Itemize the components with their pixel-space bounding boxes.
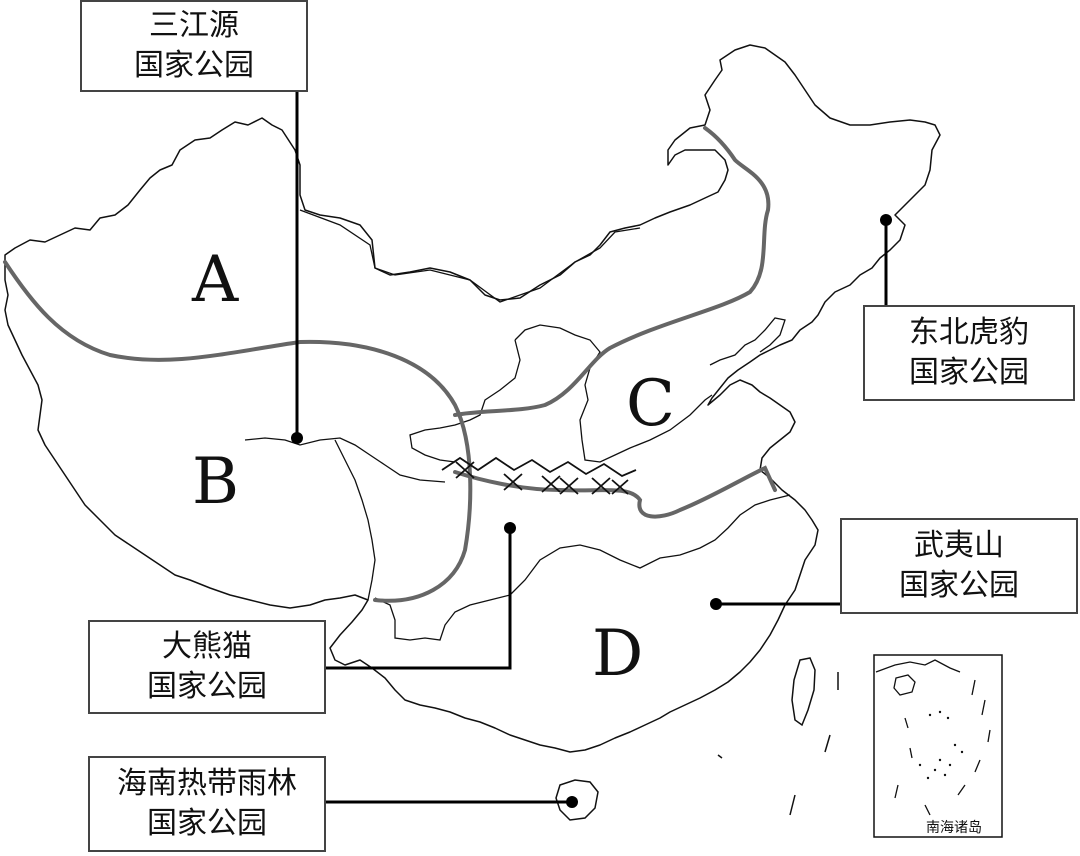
internal-border-2 — [514, 324, 713, 463]
qinling-mountains — [441, 456, 637, 495]
dot-hainan — [566, 796, 578, 808]
internal-border-5 — [334, 439, 376, 601]
park-location-dots — [291, 214, 892, 808]
east-china-sea-islands — [717, 672, 839, 816]
region-d-letter: D — [592, 617, 644, 691]
dot-giant-panda — [504, 522, 516, 534]
boundary-a-c — [453, 126, 771, 417]
leader-giant-panda — [325, 528, 512, 670]
south-china-sea-inset — [873, 654, 1003, 838]
giant-panda-name: 大熊猫 — [162, 629, 252, 664]
northeast-tiger-name: 东北虎豹 — [909, 315, 1029, 350]
wuyishan-type: 国家公园 — [899, 568, 1019, 603]
inset-islands — [875, 659, 991, 816]
region-c-letter: C — [626, 367, 675, 441]
hainan-rainforest-type: 国家公园 — [147, 806, 267, 841]
sanjiangyuan-type: 国家公园 — [134, 48, 254, 83]
dot-sanjiangyuan — [291, 432, 303, 444]
dot-wuyishan — [710, 598, 722, 610]
internal-border-1 — [299, 209, 641, 303]
south-china-sea-islands-label: 南海诸岛 — [926, 820, 982, 836]
region-b-letter: B — [192, 445, 240, 519]
hainan-rainforest-name: 海南热带雨林 — [117, 766, 297, 801]
region-a-letter: A — [192, 243, 239, 317]
internal-border-6 — [374, 494, 791, 641]
taiwan-island — [791, 657, 816, 727]
bohai-coast — [709, 317, 786, 366]
wuyishan-label: 武夷山 国家公园 — [840, 518, 1078, 614]
hainan-rainforest-label: 海南热带雨林 国家公园 — [88, 756, 326, 852]
boundary-a-b — [3, 260, 473, 603]
leader-lines — [295, 90, 888, 804]
sanjiangyuan-label: 三江源 国家公园 — [80, 0, 308, 92]
dot-northeast-tiger — [880, 214, 892, 226]
internal-border-4 — [244, 437, 446, 483]
sanjiangyuan-name: 三江源 — [149, 8, 239, 43]
hainan-island — [555, 779, 599, 821]
northeast-tiger-type: 国家公园 — [909, 355, 1029, 390]
giant-panda-type: 国家公园 — [147, 669, 267, 704]
internal-border-3 — [409, 339, 521, 463]
china-outline — [4, 44, 941, 753]
wuyishan-name: 武夷山 — [914, 528, 1004, 563]
giant-panda-label: 大熊猫 国家公园 — [88, 620, 326, 714]
inset-dots — [918, 710, 964, 780]
northeast-tiger-label: 东北虎豹 国家公园 — [863, 305, 1075, 401]
